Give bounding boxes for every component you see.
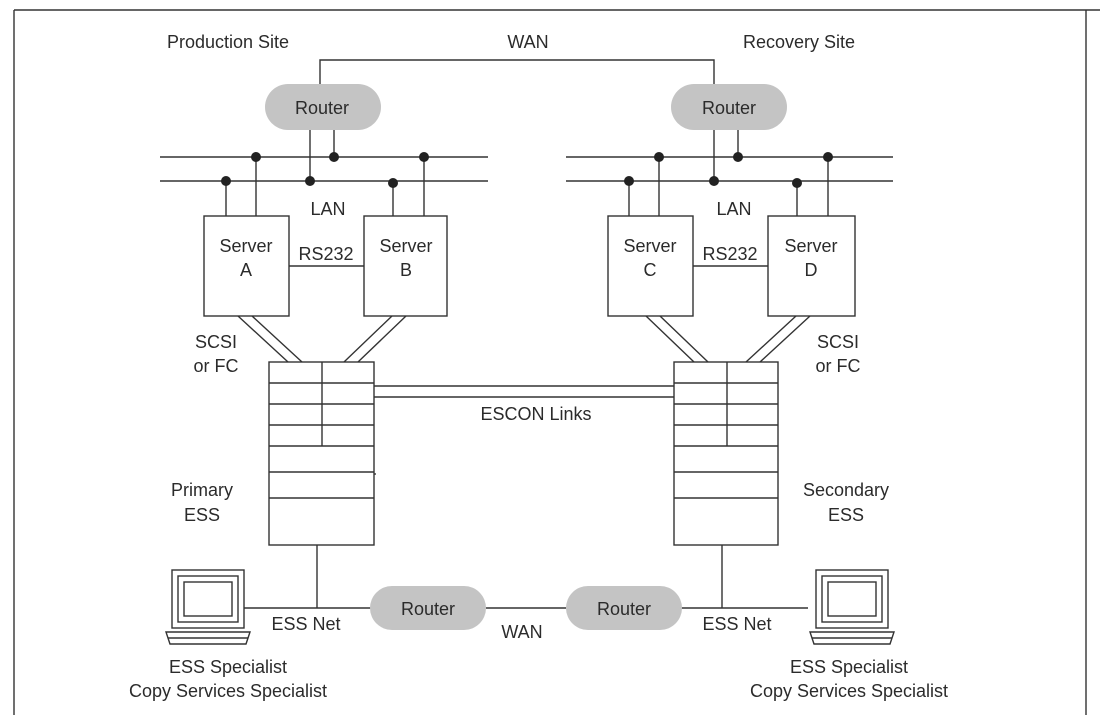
ess-net-right-label: ESS Net xyxy=(702,614,771,634)
router-bottom-right: Router xyxy=(566,586,682,630)
escon-links-label: ESCON Links xyxy=(480,404,591,424)
wan-top-link xyxy=(319,59,715,86)
secondary-ess-unit xyxy=(673,361,779,546)
scsi-link-c-secondary xyxy=(645,315,709,363)
server-c-label-line2: C xyxy=(644,260,657,280)
router-bottom-left-shape xyxy=(370,586,486,630)
server-d-label-line1: Server xyxy=(784,236,837,256)
specialist-right-line2: Copy Services Specialist xyxy=(750,681,948,701)
scsi-left-label-line1: SCSI xyxy=(195,332,237,352)
computer-workstation-icon xyxy=(809,569,895,645)
router-bottom-right-label: Router xyxy=(597,599,651,619)
secondary-ess-label-line2: ESS xyxy=(828,505,864,525)
production-site-label: Production Site xyxy=(167,32,289,52)
server-a: Server A xyxy=(203,215,290,317)
server-c: Server C xyxy=(607,215,694,317)
server-b: Server B xyxy=(363,215,448,317)
scsi-right-label-line1: SCSI xyxy=(817,332,859,352)
server-d-label-line2: D xyxy=(805,260,818,280)
server-b-label-line2: B xyxy=(400,260,412,280)
router-bottom-right-shape xyxy=(566,586,682,630)
router-top-left-shape xyxy=(265,84,381,130)
server-a-label-line1: Server xyxy=(219,236,272,256)
server-c-label-line1: Server xyxy=(623,236,676,256)
router-top-left: Router xyxy=(265,84,381,130)
primary-ess-unit xyxy=(268,361,376,546)
router-top-left-label: Router xyxy=(295,98,349,118)
rs232-right-label: RS232 xyxy=(702,244,757,264)
ess-net-left-label: ESS Net xyxy=(271,614,340,634)
lan-left-label: LAN xyxy=(310,199,345,219)
scsi-left-label-line2: or FC xyxy=(194,356,239,376)
scsi-right-label-line2: or FC xyxy=(816,356,861,376)
router-top-right-shape xyxy=(671,84,787,130)
primary-ess-label-line2: ESS xyxy=(184,505,220,525)
scsi-link-d-secondary xyxy=(745,315,811,363)
router-bottom-left-label: Router xyxy=(401,599,455,619)
router-top-right: Router xyxy=(671,84,787,130)
router-bottom-left: Router xyxy=(370,586,486,630)
server-b-label-line1: Server xyxy=(379,236,432,256)
specialist-right-line1: ESS Specialist xyxy=(790,657,908,677)
router-top-right-label: Router xyxy=(702,98,756,118)
recovery-site-label: Recovery Site xyxy=(743,32,855,52)
scsi-link-b-primary xyxy=(343,315,407,363)
wan-top-label: WAN xyxy=(507,32,548,52)
computer-workstation-icon xyxy=(165,569,251,645)
server-a-label-line2: A xyxy=(240,260,252,280)
specialist-left-line1: ESS Specialist xyxy=(169,657,287,677)
primary-ess-label-line1: Primary xyxy=(171,480,233,500)
lan-right-bus xyxy=(566,130,893,216)
scsi-link-a-primary xyxy=(237,315,303,363)
escon-links xyxy=(374,385,674,398)
lan-left-bus xyxy=(160,130,488,216)
secondary-ess-label-line1: Secondary xyxy=(803,480,889,500)
wan-bottom-label: WAN xyxy=(501,622,542,642)
lan-right-label: LAN xyxy=(716,199,751,219)
specialist-left-line2: Copy Services Specialist xyxy=(129,681,327,701)
rs232-left-label: RS232 xyxy=(298,244,353,264)
server-d: Server D xyxy=(767,215,856,317)
